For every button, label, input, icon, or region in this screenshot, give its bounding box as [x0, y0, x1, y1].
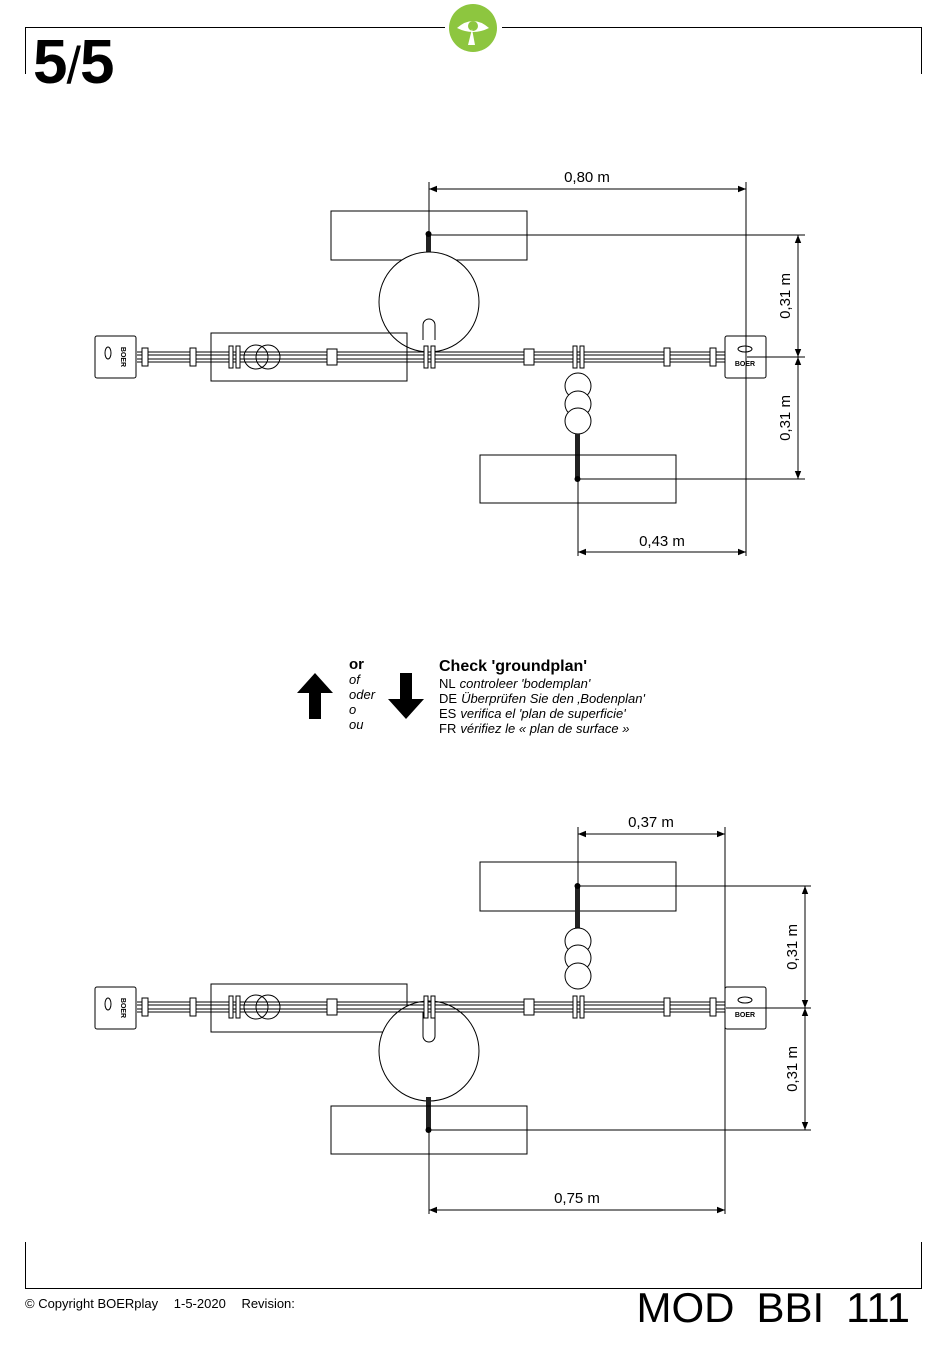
- frame-left-top: [25, 27, 26, 74]
- page-slash: /: [66, 37, 80, 95]
- top-dim-right-lower: 0,31 m: [777, 395, 794, 441]
- or-block: or of oder o ou: [349, 657, 375, 732]
- or-main: or: [349, 656, 364, 673]
- or-es: o: [349, 702, 357, 717]
- frame-bottom: [25, 1288, 922, 1289]
- top-dim-right-upper: 0,31 m: [777, 273, 794, 319]
- bottom-dim-right-upper: 0,31 m: [784, 924, 801, 970]
- top-plan: BOER BOER 0,80 m 0,31 m 0,31 m 0,43 m: [94, 169, 805, 556]
- frame-left-bottom: [25, 1242, 26, 1289]
- post-label-bottom-right: BOER: [735, 1012, 755, 1019]
- model-code: MOD BBI 111: [614, 1284, 910, 1332]
- page-total: 5: [79, 28, 114, 97]
- bottom-dim-right-lower: 0,31 m: [784, 1046, 801, 1092]
- copyright-text: © Copyright BOERplay: [25, 1296, 159, 1311]
- footer-copyright: © Copyright BOERplay 1-5-2020 Revision:: [25, 1296, 307, 1311]
- frame-right-bottom: [921, 1242, 922, 1289]
- top-dim-top: 0,80 m: [564, 169, 610, 186]
- bottom-plan: BOER BOER 0,37 m 0,31 m 0,31 m 0,75 m: [94, 814, 811, 1214]
- page-number: 5/5: [33, 28, 114, 101]
- bottom-dim-top: 0,37 m: [628, 814, 674, 831]
- top-dim-bottom: 0,43 m: [639, 533, 685, 550]
- or-nl: of: [349, 672, 360, 687]
- check-title: Check 'groundplan': [439, 658, 588, 675]
- bottom-dim-bottom: 0,75 m: [554, 1190, 600, 1207]
- top-chain-upper: [426, 233, 431, 269]
- date-text: 1-5-2020: [173, 1296, 226, 1311]
- page-current: 5: [33, 28, 67, 97]
- arrow-up-icon: [297, 673, 333, 719]
- post-label-bottom-left: BOER: [119, 998, 126, 1018]
- boerplay-logo-icon: [449, 4, 497, 52]
- frame-top-left: [25, 27, 445, 28]
- top-post-left: [94, 335, 137, 379]
- or-fr: ou: [349, 717, 364, 732]
- model-number: 111: [846, 1284, 910, 1331]
- revision-text: Revision:: [241, 1296, 295, 1311]
- post-label-top-right: BOER: [735, 361, 755, 368]
- frame-right-top: [921, 27, 922, 74]
- bottom-post-left: [94, 986, 137, 1030]
- model-prefix: MOD: [636, 1284, 735, 1331]
- top-seat-left: [210, 332, 408, 382]
- or-de: oder: [349, 687, 376, 702]
- arrow-down-icon: [388, 673, 424, 719]
- post-label-top-left: BOER: [119, 347, 126, 367]
- frame-top-right: [502, 27, 922, 28]
- model-series: BBI: [756, 1284, 825, 1331]
